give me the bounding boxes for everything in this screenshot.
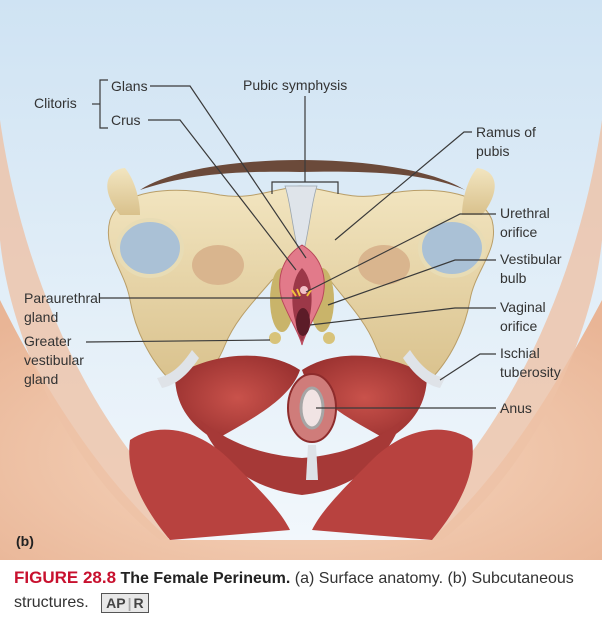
left-perineal-muscle [175, 355, 300, 440]
greater-vestibular-gland-shape-right [323, 332, 335, 344]
right-thigh [402, 120, 602, 540]
label-anus: Anus [500, 400, 532, 416]
label-paraurethral-gland-line-2: gland [24, 309, 58, 325]
panel-label: (b) [16, 533, 34, 549]
greater-vestibular-gland-shape [269, 332, 281, 344]
label-urethral-orifice-line-2: orifice [500, 224, 538, 240]
vaginal-orifice-shape [296, 308, 310, 336]
figure-number: FIGURE 28.8 [14, 568, 117, 587]
label-urethral-orifice: Urethral orifice [500, 205, 554, 240]
figure-caption-text: (a) Surface anatomy. (b) Subcutaneous st… [14, 570, 574, 611]
right-ischial-tendon [403, 350, 445, 388]
apr-badge-left: AP [106, 594, 126, 611]
label-ischial-tuberosity-line-2: tuberosity [500, 364, 561, 380]
anococcygeal-tendon [306, 445, 318, 480]
left-gluteal-muscle [129, 429, 290, 540]
label-ramus-of-pubis-line-1: Ramus of [476, 124, 536, 140]
right-obturator-foramen [358, 245, 410, 285]
figure-title: The Female Perineum. [120, 570, 291, 587]
label-vaginal-orifice-line-2: orifice [500, 318, 538, 334]
label-vestibular-bulb: Vestibular bulb [500, 251, 565, 286]
right-bone-spur [462, 168, 495, 215]
label-crus: Crus [111, 112, 141, 128]
figure-caption: FIGURE 28.8 The Female Perineum. (a) Sur… [14, 566, 594, 615]
apr-badge-right: R [133, 594, 144, 611]
label-ramus-of-pubis: Ramus of pubis [476, 124, 540, 159]
levator-muscle [200, 420, 402, 495]
label-ischial-tuberosity-line-1: Ischial [500, 345, 540, 361]
label-ischial-tuberosity: Ischial tuberosity [500, 345, 561, 380]
label-greater-vestibular-gland-line-1: Greater [24, 333, 72, 349]
label-vestibular-bulb-line-2: bulb [500, 270, 527, 286]
right-acetabulum [418, 218, 486, 278]
urethral-orifice-shape [300, 286, 308, 294]
leader-lines [85, 79, 496, 409]
perineum-illustration: Glans Crus Clitoris Pubic symphysis Ramu… [0, 0, 602, 560]
left-bone-spur [107, 168, 140, 215]
right-perineal-muscle [302, 355, 427, 440]
label-pubic-symphysis: Pubic symphysis [243, 77, 347, 93]
label-greater-vestibular-gland: Greater vestibular gland [24, 333, 88, 387]
apr-badge-separator: | [127, 594, 132, 611]
skin-region [0, 300, 602, 560]
label-clitoris: Clitoris [34, 95, 77, 111]
left-thigh [0, 120, 200, 540]
label-paraurethral-gland: Paraurethral gland [24, 290, 105, 325]
left-obturator-foramen [192, 245, 244, 285]
label-ramus-of-pubis-line-2: pubis [476, 143, 509, 159]
label-greater-vestibular-gland-line-2: vestibular [24, 352, 84, 368]
left-ischial-tendon [157, 350, 199, 388]
label-vestibular-bulb-line-1: Vestibular [500, 251, 562, 267]
label-glans: Glans [111, 78, 148, 94]
paraurethral-gland-shape [291, 288, 312, 297]
label-urethral-orifice-line-1: Urethral [500, 205, 550, 221]
pubic-hair [140, 160, 465, 190]
label-paraurethral-gland-line-1: Paraurethral [24, 290, 101, 306]
left-acetabulum [116, 218, 184, 278]
right-gluteal-muscle [312, 429, 473, 540]
label-vaginal-orifice-line-1: Vaginal [500, 299, 546, 315]
label-greater-vestibular-gland-line-3: gland [24, 371, 58, 387]
label-vaginal-orifice: Vaginal orifice [500, 299, 550, 334]
apr-badge[interactable]: AP|R [101, 592, 149, 613]
